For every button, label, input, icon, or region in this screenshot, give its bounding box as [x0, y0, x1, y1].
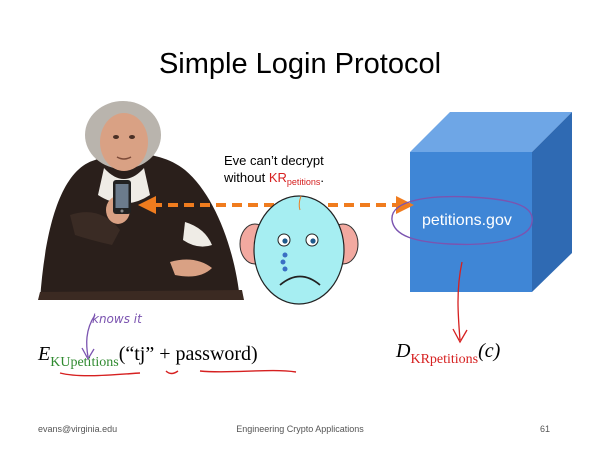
server-cube-icon	[410, 112, 572, 292]
footer-email: evans@virginia.edu	[38, 424, 118, 434]
caption-line-1: Eve can’t decrypt	[224, 153, 324, 168]
slide-title: Simple Login Protocol	[158, 48, 442, 80]
formula-underlines	[59, 369, 297, 377]
footer-page-number: 61	[540, 424, 551, 434]
eve-caption: Eve can’t decrypt without KRpetitions.	[224, 152, 384, 188]
server-highlight-annotation	[391, 195, 533, 246]
encrypt-key: KUpetitions	[50, 355, 119, 370]
encrypt-func: E	[38, 343, 51, 365]
decrypt-args: (c)	[478, 340, 501, 362]
sad-face-eve-icon	[239, 195, 359, 305]
decrypt-key: KRpetitions	[410, 352, 479, 367]
encrypt-args: (“tj” + password)	[118, 343, 258, 365]
person-with-phone-icon	[38, 101, 244, 300]
communication-arrow	[138, 196, 414, 214]
encrypt-formula: EKUpetitions(“tj” + password)	[38, 343, 258, 370]
footer-course: Engineering Crypto Applications	[236, 424, 364, 434]
decrypt-func: D	[396, 340, 411, 362]
caption-without: without	[224, 170, 266, 185]
server-label: petitions.gov	[422, 212, 512, 229]
caption-key: KRpetitions	[268, 170, 321, 187]
caption-line-2: without KRpetitions.	[224, 169, 384, 188]
caption-end: .	[320, 170, 325, 185]
decrypt-formula: DKRpetitions(c)	[396, 340, 501, 367]
decrypt-arrow-annotation	[452, 261, 468, 344]
knows-it-annotation: knows it	[92, 312, 142, 326]
knows-it-arrow-annotation	[81, 314, 96, 361]
